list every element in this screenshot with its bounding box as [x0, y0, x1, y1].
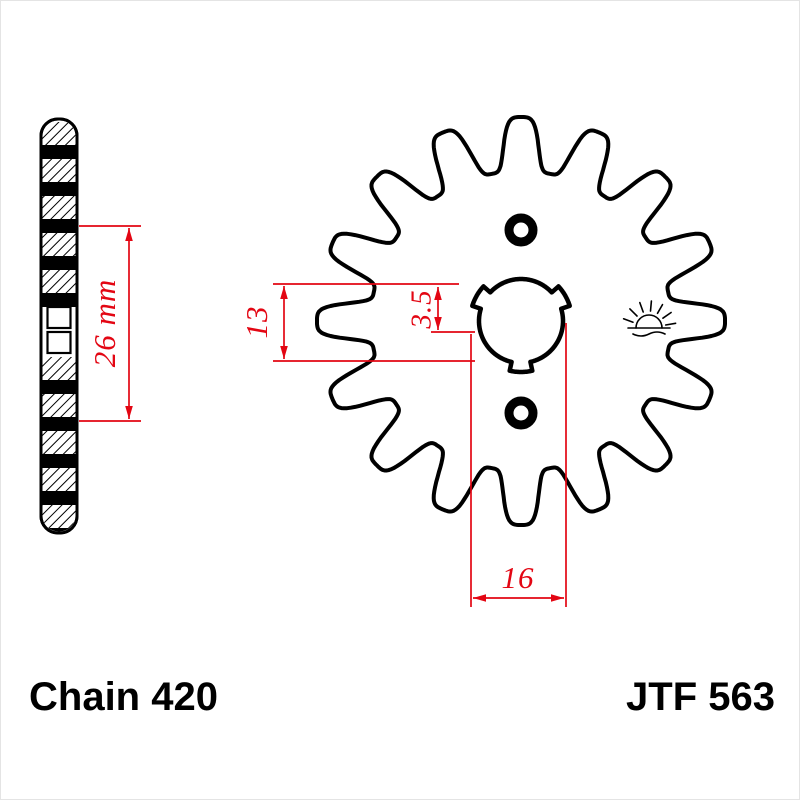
dimension-label-13: 13 [239, 305, 274, 339]
side-view-segments [42, 122, 76, 532]
part-number-label: JTF 563 [626, 675, 775, 719]
mount-hole-top [504, 213, 538, 247]
spline-bore [470, 276, 572, 375]
sprocket-front-view [315, 115, 727, 527]
dimension-label-16: 16 [501, 560, 535, 595]
sprocket-side-view [39, 117, 79, 535]
dimension-lines [79, 225, 567, 607]
chain-type-label: Chain 420 [29, 675, 218, 719]
dimension-label-26mm: 26 mm [87, 278, 122, 368]
mount-hole-bottom [504, 396, 538, 430]
dimension-label-3-5: 3.5 [405, 289, 438, 329]
rising-sun-logo-icon [622, 300, 677, 337]
